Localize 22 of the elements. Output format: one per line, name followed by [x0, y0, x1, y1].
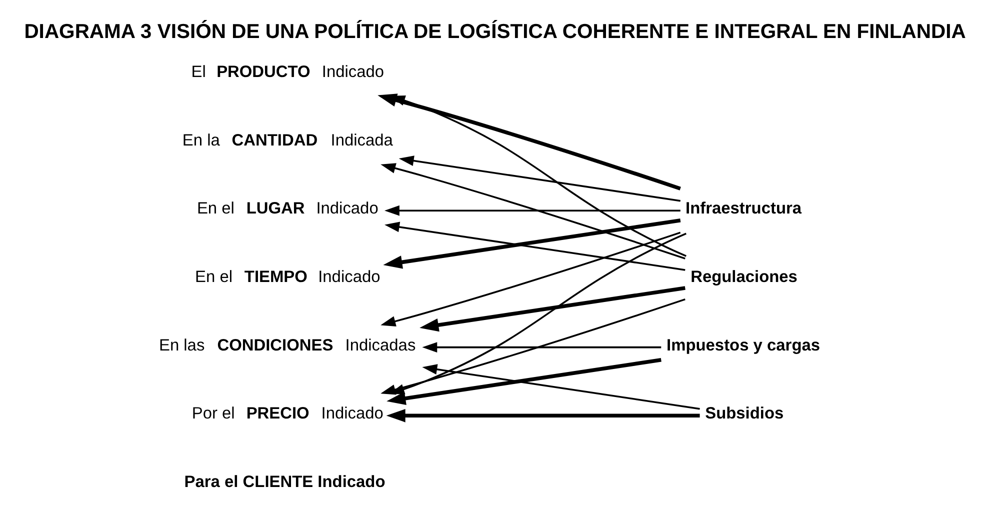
- node-text: Regulaciones: [690, 268, 797, 286]
- arrow: [380, 163, 685, 260]
- arrow: [422, 364, 700, 410]
- node-text: En el LUGAR Indicado: [196, 200, 378, 218]
- node-text: En las CONDICIONES Indicadas: [158, 336, 416, 354]
- arrow: [398, 156, 680, 202]
- arrow: [380, 232, 680, 326]
- node-text: En la CANTIDAD Indicada: [182, 131, 392, 150]
- arrow: [384, 205, 680, 216]
- node-text: Por el PRECIO Indicado: [191, 404, 383, 423]
- node-text: En el TIEMPO Indicado: [194, 268, 380, 286]
- node-text: Infraestructura: [685, 200, 802, 218]
- arrow: [386, 358, 661, 405]
- node-text: Impuestos y cargas: [666, 336, 820, 354]
- node-text: El PRODUCTO Indicado: [190, 62, 384, 81]
- arrow: [377, 94, 680, 190]
- arrow: [422, 342, 661, 353]
- diagram-title: DIAGRAMA 3 VISIÓN DE UNA POLÍTICA DE LOGÍSTICA COHERENTE E INTEGRAL EN FINLANDIA: [24, 21, 966, 44]
- arrow: [386, 409, 700, 422]
- node-text: Subsidios: [704, 404, 784, 423]
- label: Para el CLIENTE Indicado: [184, 473, 385, 492]
- arrow: [419, 286, 685, 332]
